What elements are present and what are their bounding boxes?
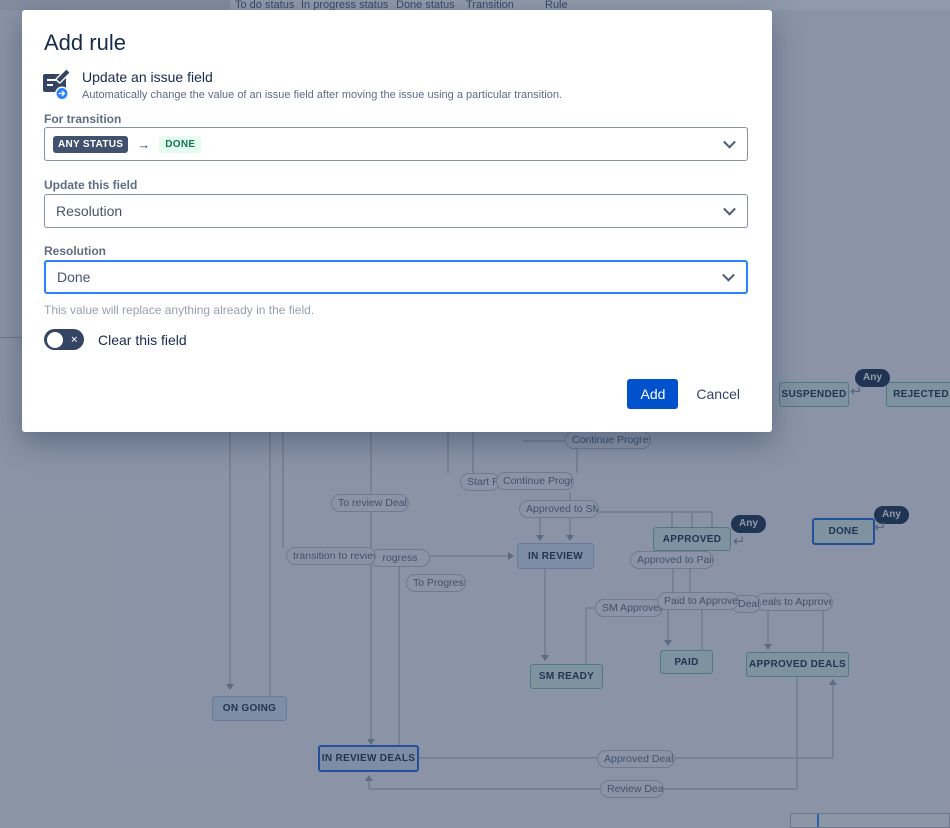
transition-pill-approved-deals: Approved Deals [597,750,675,768]
transition-pill-to-review-deals: To review Deals [331,494,409,512]
toggle-off-x-icon: ✕ [70,334,78,344]
transition-pill-paid-to-approved: Paid to Approved [657,592,739,610]
transition-pill-rogress: rogress [370,549,430,567]
done-status-badge: DONE [159,135,202,153]
transition-pill-eals-to-approved: eals to Approved [755,593,833,611]
status-node-on-going: ON GOING [212,696,287,721]
selected-edge-tick [817,814,819,827]
add-button[interactable]: Add [627,379,679,409]
status-node-approved: APPROVED [653,527,731,551]
dialog-title: Add rule [44,30,126,55]
table-header-strip: To do status In progress status Done sta… [0,0,950,10]
column-header-inprogress-status: In progress status [301,0,389,10]
add-rule-dialog: Add rule Update an issue field Automatic… [22,10,772,432]
status-node-in-review: IN REVIEW [517,543,594,569]
transition-pill-to-progress: To Progress [406,574,466,592]
field-select[interactable]: Resolution [44,194,748,228]
transition-pill-sm-approved: SM Approved [595,599,663,617]
transition-pill-start-r: Start R [460,473,500,491]
transition-select[interactable]: ANY STATUS → DONE [44,127,748,161]
transition-pill-transition-to-review: transition to review [286,547,376,565]
for-transition-label: For transition [44,112,122,126]
column-header-transition: Transition [466,0,514,10]
clear-field-toggle[interactable]: ✕ [44,329,84,350]
resolution-label: Resolution [44,244,106,258]
resolution-helper-text: This value will replace anything already… [44,303,315,317]
chevron-down-icon [723,135,736,149]
column-header-rule: Rule [545,0,568,10]
update-field-label: Update this field [44,178,138,192]
transition-pill-approved-to-paid: Approved to Paid [630,551,714,569]
column-header-done-status: Done status [396,0,455,10]
resolution-select[interactable]: Done [44,260,748,294]
return-arrow-icon: ↵ [733,533,746,550]
chevron-down-icon [723,202,736,216]
transition-pill-approved-to-sm: Approved to SM [519,500,599,518]
statuses-panel-edge [0,0,230,10]
field-select-value: Resolution [56,203,123,219]
transition-pill-continue-progress: Continue Progress [496,472,574,490]
any-transition-badge: Any [874,506,909,524]
clear-field-label: Clear this field [98,332,187,348]
status-node-in-review-deals: IN REVIEW DEALS [318,745,419,772]
status-node-paid: PAID [660,650,713,674]
any-status-badge: ANY STATUS [53,135,129,153]
status-node-done: DONE [812,518,875,545]
rule-type-name: Update an issue field [82,69,213,85]
transition-arrow-icon: → [137,136,151,152]
return-arrow-icon: ↵ [874,519,887,536]
status-node-approved-deals: APPROVED DEALS [746,652,849,677]
column-header-todo-status: To do status [235,0,295,10]
transition-pill-review-deals: Review Deals [600,780,664,798]
resolution-select-value: Done [57,269,91,285]
dialog-actions: Add Cancel [627,379,740,409]
status-node-rejected: REJECTED [886,382,950,407]
return-arrow-icon: ↵ [850,383,863,400]
status-node-suspended: SUSPENDED [779,382,849,407]
status-node-sm-ready: SM READY [530,664,603,689]
chevron-down-icon [722,268,735,282]
any-transition-badge: Any [855,369,890,387]
any-transition-badge: Any [731,515,766,533]
update-issue-field-icon [42,66,78,102]
cancel-button[interactable]: Cancel [696,386,740,402]
rule-type-description: Automatically change the value of an iss… [82,89,562,101]
toggle-knob [47,331,63,348]
